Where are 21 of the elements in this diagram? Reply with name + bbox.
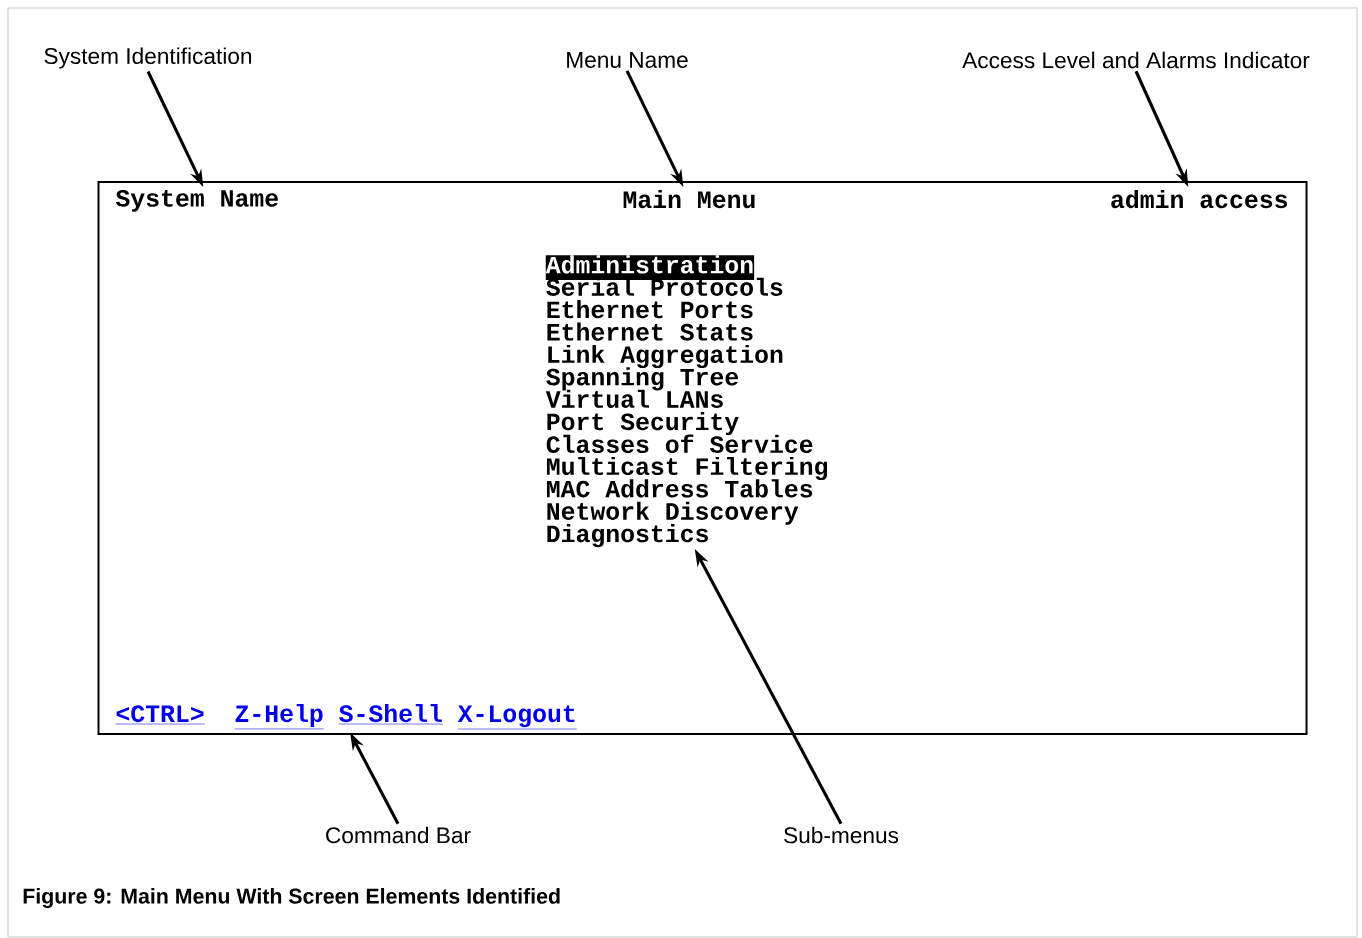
system-name-text: System Name <box>115 189 278 212</box>
menu-item: Network Discovery <box>547 501 799 525</box>
menu-item: Ethernet Ports <box>547 300 753 319</box>
menu-name-text: Main Menu <box>623 189 755 209</box>
menu-item: Link Aggregation <box>548 344 783 369</box>
callout-label: Command Bar <box>326 826 471 844</box>
callout-label: Sub-menus <box>784 826 899 844</box>
callout-label: Access Level and Alarms Indicator <box>962 51 1310 69</box>
terminal-screen <box>97 181 1308 735</box>
command-bar: <CTRL> Z-Help S-Shell X-Logout <box>115 703 578 730</box>
menu-item: Serial Protocols <box>546 277 783 296</box>
menu-item: Spanning Tree <box>546 367 738 391</box>
callout-label: System Identification <box>44 47 252 69</box>
access-level-text: admin access <box>1111 189 1288 209</box>
menu-item: MAC Address Tables <box>546 479 813 498</box>
menu-item: Ethernet Stats <box>547 322 753 341</box>
callout-label: Menu Name <box>567 52 688 68</box>
figure-caption: Figure 9: Main Menu With Screen Elements Identified <box>23 888 560 908</box>
menu-item: Classes of Service <box>546 434 813 454</box>
menu-item: Diagnostics <box>547 524 708 548</box>
highlighted-menu-item: Administration <box>545 255 755 280</box>
